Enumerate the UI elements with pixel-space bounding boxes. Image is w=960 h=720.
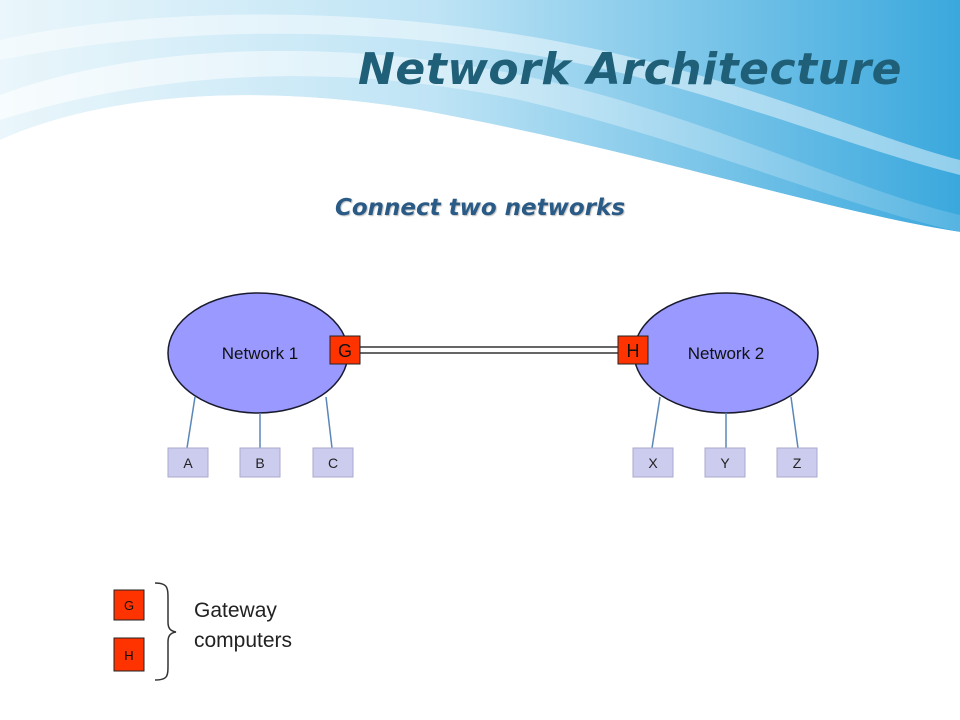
slide-title: Network Architecture [358,44,902,95]
legend: G H Gateway computers [113,582,292,681]
network-1-label: Network 1 [222,344,299,363]
host-y: Y [704,447,746,478]
gateway-h-label: H [627,341,640,361]
header-banner [0,0,960,240]
host-b: B [239,447,281,478]
network-2-label: Network 2 [688,344,765,363]
host-z: Z [776,447,818,478]
legend-text-line2: computers [194,629,292,652]
host-c-label: C [328,455,338,471]
legend-h-label: H [124,648,133,663]
gateway-g-label: G [338,341,352,361]
host-links [186,396,799,449]
slide-subtitle: Connect two networks [334,195,626,221]
host-b-label: B [255,455,264,471]
legend-h-box: H [113,637,145,672]
host-z-label: Z [793,455,802,471]
legend-text-line1: Gateway [194,599,277,622]
gateway-connection [360,346,618,354]
host-y-label: Y [720,455,730,471]
legend-g-box: G [113,589,145,621]
host-a-label: A [183,455,193,471]
legend-g-label: G [124,598,134,613]
gateway-g: G [329,335,361,365]
host-a: A [167,447,209,478]
host-x: X [632,447,674,478]
legend-brace [154,582,177,681]
gateway-h: H [617,335,649,365]
host-c: C [312,447,354,478]
host-x-label: X [648,455,658,471]
